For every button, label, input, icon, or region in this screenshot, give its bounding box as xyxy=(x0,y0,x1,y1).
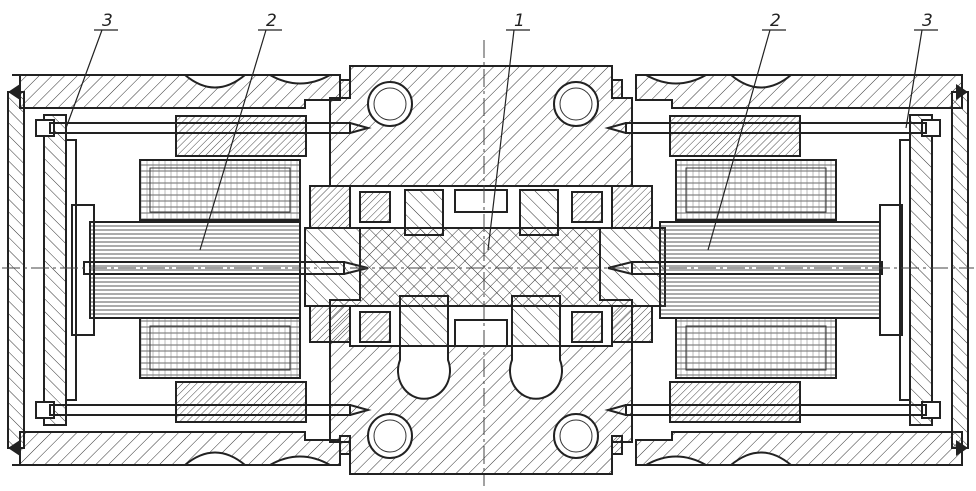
end-plates xyxy=(43,114,933,426)
callout-pin-left-label: 3 xyxy=(102,11,113,31)
callout-stator-right-label: 2 xyxy=(770,11,781,31)
rotor-block xyxy=(304,65,666,475)
callout-stator-left-label: 2 xyxy=(266,11,277,31)
callout-pin-right-label: 3 xyxy=(922,11,933,31)
outer-housing xyxy=(7,74,969,466)
center-lines xyxy=(2,40,974,486)
stator-right xyxy=(659,115,903,423)
stator-left xyxy=(71,115,307,423)
tie-rods xyxy=(35,119,941,419)
callouts: 1 2 2 3 3 xyxy=(65,11,938,251)
callout-rotor-label: 1 xyxy=(514,11,525,31)
